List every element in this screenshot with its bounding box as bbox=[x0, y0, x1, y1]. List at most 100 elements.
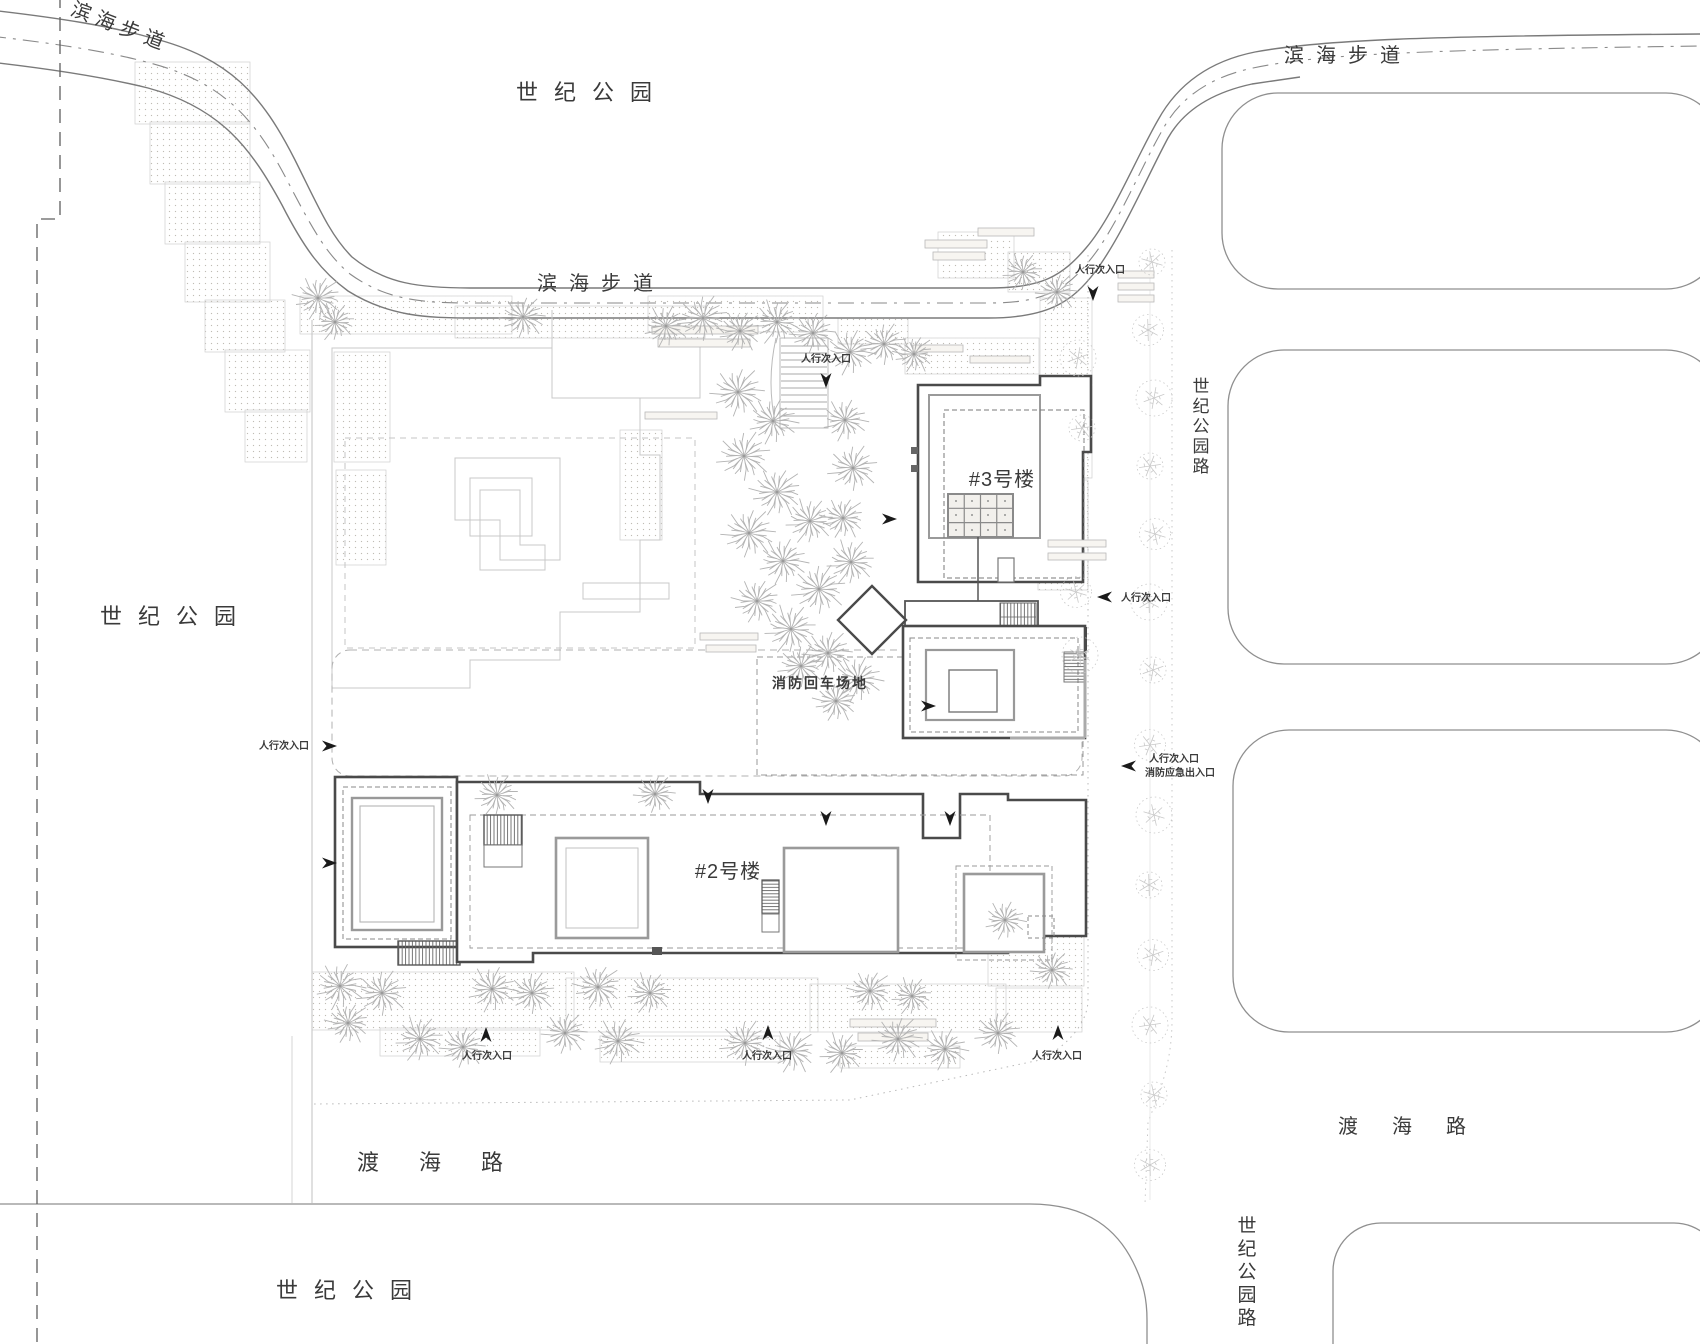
label-entry-northeast: 人行次入口 bbox=[1075, 263, 1125, 276]
planting-bed bbox=[134, 61, 251, 125]
palm-tree-icon bbox=[594, 1018, 645, 1065]
boundary-dashed-west bbox=[36, 0, 61, 1344]
planting-bed bbox=[995, 987, 1083, 1033]
palm-tree-icon bbox=[834, 656, 885, 703]
site-boundary-dotted-outer bbox=[1144, 250, 1173, 1205]
palm-tree-icon bbox=[644, 305, 691, 348]
label-walkway-top-right: 滨海步道 bbox=[1284, 44, 1412, 67]
palm-tree-icon bbox=[468, 966, 519, 1013]
park-south-edge bbox=[0, 1203, 1148, 1344]
bench bbox=[1047, 552, 1107, 561]
street-tree-icon bbox=[1138, 248, 1166, 276]
palm-tree-icon bbox=[765, 1030, 813, 1073]
planting-bed bbox=[204, 299, 286, 353]
palm-tree-icon bbox=[720, 510, 776, 558]
city-blocks bbox=[1221, 92, 1700, 1344]
palm-tree-icon bbox=[709, 369, 765, 417]
palm-tree-icon bbox=[818, 499, 862, 538]
street-tree-icon bbox=[1135, 871, 1163, 899]
palm-tree-icon bbox=[748, 470, 800, 516]
palm-tree-icon bbox=[730, 580, 778, 623]
label-entry-south-3: 人行次入口 bbox=[1032, 1049, 1082, 1062]
label-fire-turnaround-label: 消防回车场地 bbox=[772, 675, 868, 691]
building-2 bbox=[333, 775, 1088, 966]
bench bbox=[1117, 282, 1155, 291]
planting-bed bbox=[164, 181, 261, 245]
entry-arrow-e bbox=[921, 700, 936, 712]
street-tree-icon bbox=[1139, 518, 1171, 550]
building-3-skylight-grid bbox=[947, 493, 1014, 538]
city-block-east-lower bbox=[1232, 729, 1700, 1033]
label-duhai-road-left: 渡海路 bbox=[357, 1150, 543, 1175]
palm-tree-icon bbox=[974, 1012, 1021, 1054]
building-2-courtyard-1 bbox=[554, 836, 650, 940]
palm-tree-icon bbox=[571, 966, 619, 1009]
terrace-landscape bbox=[331, 310, 701, 689]
label-entry-east-fire: 消防应急出入口 bbox=[1145, 766, 1215, 779]
palm-tree-icon bbox=[891, 977, 931, 1015]
palm-tree-icon bbox=[827, 445, 878, 491]
entry-arrow-layer bbox=[322, 286, 1136, 1042]
palm-tree-icon bbox=[719, 1020, 770, 1066]
street-tree-icon bbox=[1061, 636, 1099, 674]
label-walkway-mid: 滨海步道 bbox=[537, 272, 665, 295]
palm-tree-icon bbox=[819, 1032, 863, 1073]
city-block-northeast bbox=[1221, 92, 1700, 290]
entry-arrow-s bbox=[702, 789, 714, 804]
label-building2-label: #2号楼 bbox=[695, 860, 761, 883]
palm-tree-icon bbox=[823, 399, 870, 442]
palm-tree-icon bbox=[474, 774, 518, 815]
palm-tree-icon bbox=[891, 337, 932, 373]
street-tree-icon bbox=[1139, 656, 1167, 684]
planting-bed bbox=[149, 121, 251, 185]
bench bbox=[699, 632, 759, 641]
label-park-bottom: 世纪公园 bbox=[276, 1278, 428, 1303]
street-tree-icon bbox=[1130, 583, 1168, 621]
label-century-park-road-right: 世纪公园路 bbox=[1193, 377, 1210, 476]
planting-bed bbox=[335, 469, 387, 566]
palm-tree-icon bbox=[716, 431, 771, 481]
bench bbox=[977, 227, 1035, 237]
city-block-southeast bbox=[1332, 1222, 1700, 1344]
entry-arrow-s bbox=[1087, 286, 1099, 301]
palm-tree-icon bbox=[845, 972, 889, 1011]
label-building3-label: #3号楼 bbox=[969, 468, 1035, 491]
entry-arrow-w bbox=[1097, 591, 1112, 603]
palm-tree-icon bbox=[540, 1013, 588, 1054]
palm-tree-icon bbox=[764, 604, 816, 653]
palm-tree-icon bbox=[438, 1027, 486, 1068]
bench bbox=[857, 1032, 929, 1042]
street-tree-icon bbox=[1134, 1149, 1166, 1181]
entry-arrow-n bbox=[480, 1027, 492, 1042]
palm-tree-icon bbox=[1002, 253, 1042, 291]
palm-tree-icon bbox=[801, 631, 853, 676]
walkway-steps bbox=[770, 337, 829, 429]
tree-layer bbox=[291, 248, 1173, 1181]
entry-arrow-s bbox=[820, 373, 832, 388]
bench bbox=[969, 355, 1031, 364]
palm-tree-icon bbox=[395, 1016, 443, 1061]
palm-tree-icon bbox=[498, 297, 546, 338]
street-tree-icon bbox=[1132, 314, 1164, 346]
label-entry-south-1: 人行次入口 bbox=[462, 1049, 512, 1062]
palm-tree-icon bbox=[759, 538, 810, 585]
entry-arrow-e bbox=[322, 740, 337, 752]
palm-tree-icon bbox=[923, 1028, 970, 1071]
city-block-east-upper bbox=[1227, 349, 1700, 665]
label-park-top: 世纪公园 bbox=[516, 80, 668, 105]
planting-bed bbox=[1039, 297, 1093, 385]
label-layer: 滨海步道滨海步道滨海步道世纪公园世纪公园世纪公园世纪公园路世纪公园路渡海路渡海路… bbox=[68, 0, 1500, 1329]
street-tree-icon bbox=[1136, 452, 1164, 480]
label-duhai-road-right: 渡海路 bbox=[1338, 1115, 1500, 1138]
palm-tree-icon bbox=[291, 277, 339, 320]
palm-tree-icon bbox=[785, 498, 833, 543]
palm-tree-icon bbox=[777, 645, 824, 687]
street-tree-icon bbox=[1059, 339, 1097, 377]
palm-tree-icon bbox=[985, 901, 1028, 940]
street-tree-icon bbox=[1135, 796, 1173, 834]
palm-tree-icon bbox=[791, 564, 846, 614]
building-2-courtyard-3 bbox=[962, 872, 1046, 954]
label-entry-west: 人行次入口 bbox=[259, 739, 309, 752]
